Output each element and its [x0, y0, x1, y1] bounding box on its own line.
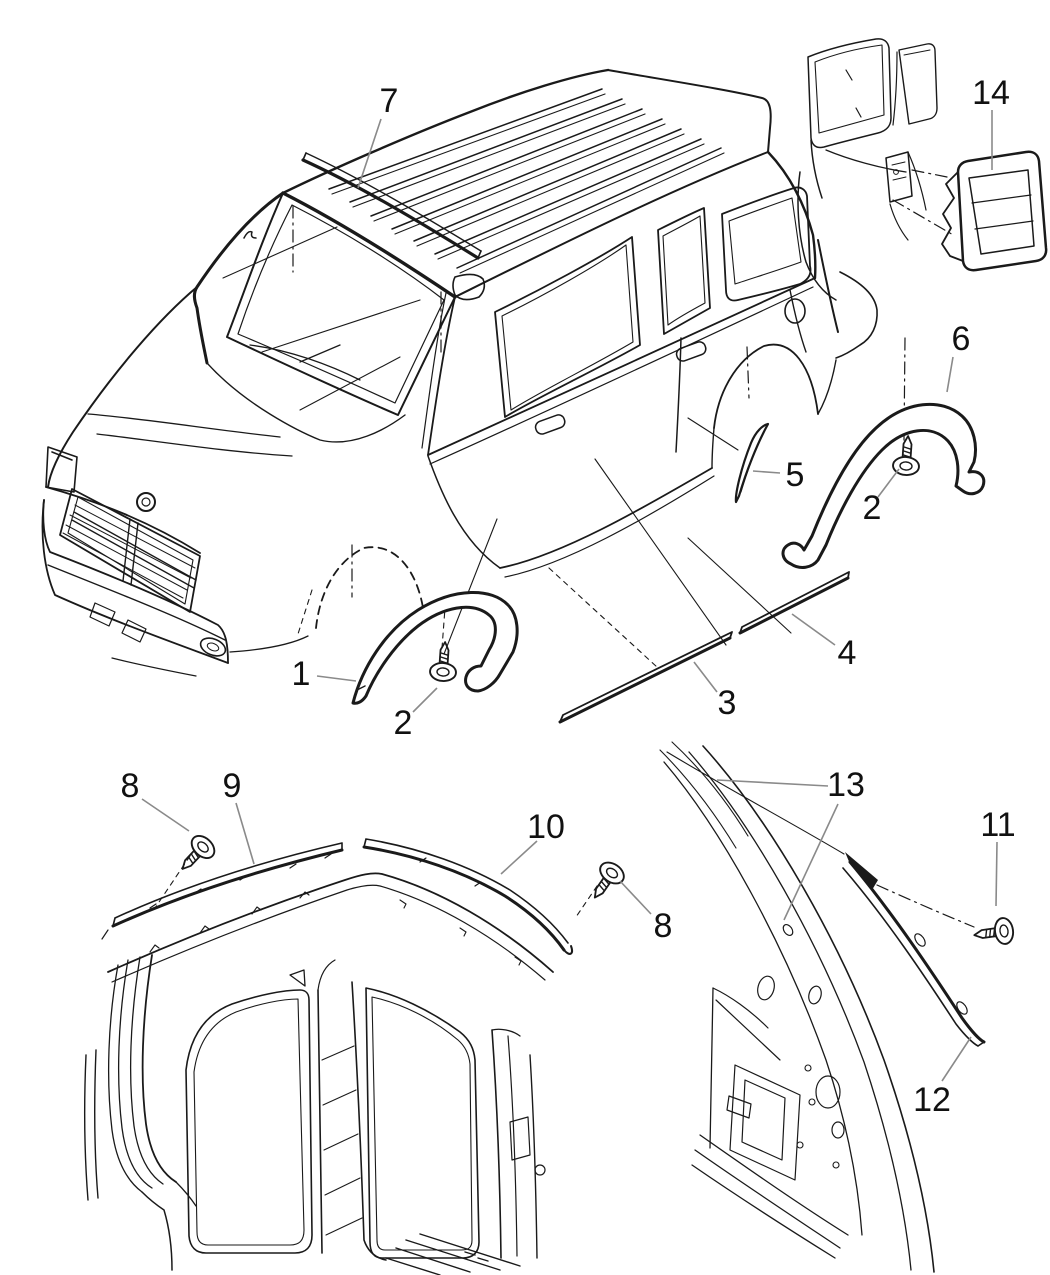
callout-label-8: 8: [121, 767, 140, 805]
leader-line: [752, 470, 781, 474]
screw-icon: [971, 915, 1016, 949]
callout-label-4: 4: [838, 634, 857, 672]
front-wheel-flare-part-1: [351, 590, 519, 705]
main-vehicle-art: [41, 68, 906, 677]
rear-flare-group: [734, 402, 986, 569]
leader-line: [995, 841, 998, 907]
windshield-molding-part-7: [301, 152, 482, 260]
leader-line: [716, 779, 829, 787]
callout-label-14: 14: [972, 74, 1010, 112]
leader-line: [141, 798, 190, 832]
door-frame-molding-art: [659, 741, 1016, 1273]
rear-corner-vent-art: [797, 38, 1048, 301]
callout-label-6: 6: [952, 320, 971, 358]
rear-wheel-flare-part-6: [781, 402, 986, 569]
leader-line: [877, 468, 900, 498]
callout-label-13: 13: [827, 766, 865, 804]
rear-door-molding-part-4: [738, 576, 850, 635]
rear-door-frame-molding-part-12: [842, 852, 986, 1047]
callout-label-11: 11: [980, 806, 1015, 844]
cab-roof-molding-art: [83, 830, 629, 1275]
leader-line: [791, 613, 836, 646]
callout-label-5: 5: [786, 456, 805, 494]
front-door-molding-part-3: [558, 636, 732, 724]
leader-line: [412, 687, 438, 713]
grille-art: [59, 488, 201, 613]
drip-rail-molding-part-9: [101, 842, 344, 940]
leader-line: [357, 118, 382, 189]
leader-line: [783, 803, 839, 921]
callout-label-2: 2: [394, 704, 413, 742]
screw-icon: [891, 434, 923, 477]
leader-line: [619, 880, 652, 915]
leader-line: [500, 840, 538, 875]
callout-label-3: 3: [718, 684, 737, 722]
rear-door-molding-part-5: [734, 422, 770, 504]
leader-line: [941, 1036, 972, 1082]
leader-line: [316, 675, 357, 682]
callout-label-7: 7: [380, 82, 399, 120]
screw-icon: [428, 640, 460, 683]
air-vent-part-14: [941, 150, 1048, 272]
callout-label-12: 12: [913, 1081, 951, 1119]
drip-rail-molding-part-10: [362, 838, 574, 955]
front-flare-group: [351, 571, 850, 724]
screw-icon: [172, 830, 220, 879]
leader-line: [235, 802, 255, 865]
bodyside-molding-strips: [558, 571, 850, 724]
callout-label-9: 9: [223, 767, 242, 805]
callout-label-8: 8: [654, 907, 673, 945]
leader-line: [693, 661, 718, 693]
callout-label-1: 1: [292, 655, 311, 693]
leader-line: [946, 356, 954, 393]
callout-label-2: 2: [863, 489, 882, 527]
callout-label-10: 10: [527, 808, 565, 846]
